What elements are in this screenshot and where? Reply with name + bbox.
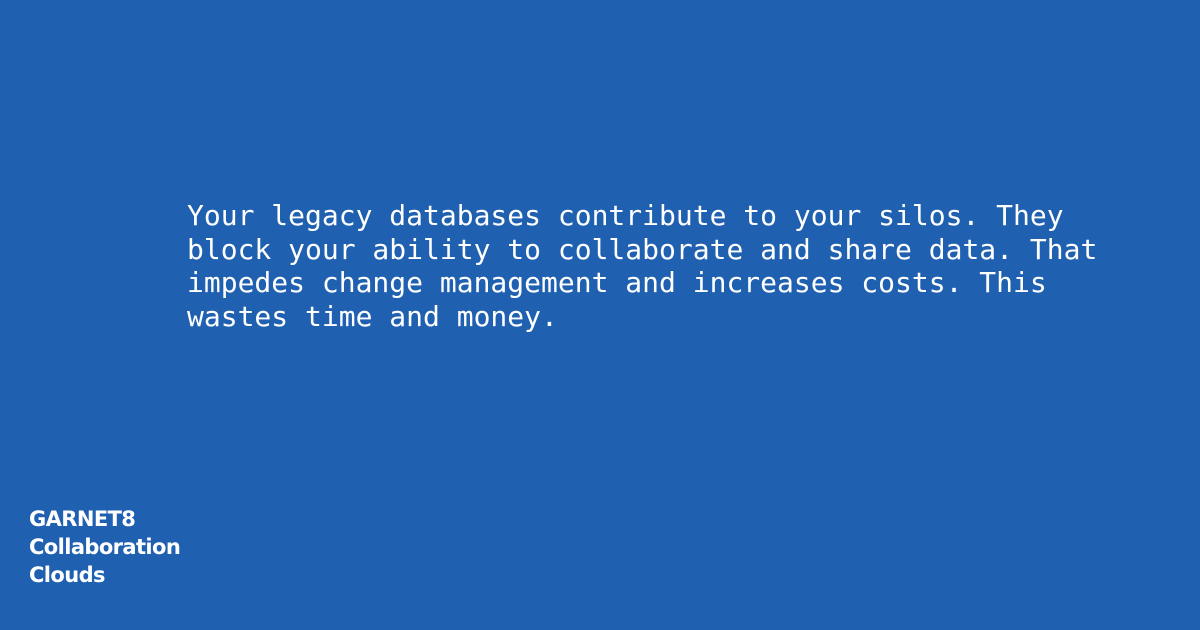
brand-wordmark: GARNET8 Collaboration Clouds (29, 505, 181, 589)
brand-tagline-line2: Clouds (29, 563, 106, 587)
brand-tagline-line1: Collaboration (29, 535, 181, 559)
brand-name: GARNET8 (29, 507, 136, 531)
message-text: Your legacy databases contribute to your… (187, 199, 1098, 333)
